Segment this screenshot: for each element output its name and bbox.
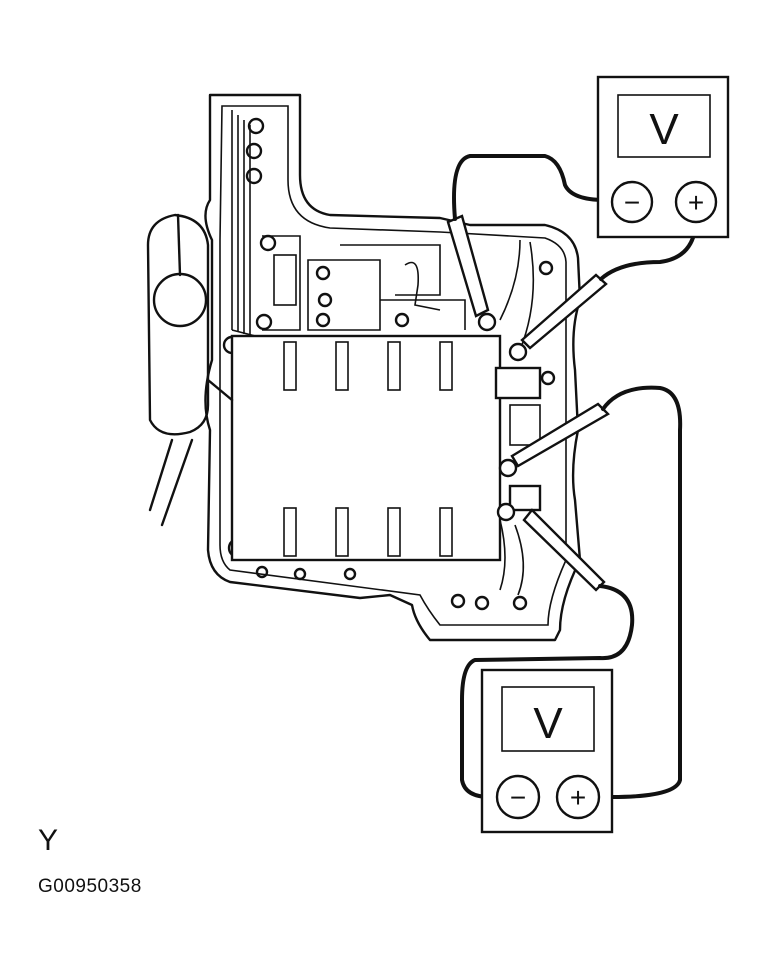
probe-2	[520, 273, 608, 350]
upper-slots	[283, 341, 453, 391]
probe-4	[522, 508, 606, 592]
voltmeter-bottom: V − +	[480, 668, 614, 834]
side-bracket	[146, 213, 234, 527]
center-block	[230, 334, 502, 562]
voltmeter-top-neg-terminal	[610, 180, 654, 224]
voltmeter-bottom-pos-terminal	[555, 774, 601, 820]
voltmeter-top-pos-symbol: +	[688, 187, 704, 218]
test-probes	[446, 214, 610, 592]
view-letter: Y	[38, 824, 59, 857]
voltmeter-bottom-neg-terminal	[495, 774, 541, 820]
voltmeter-top-display: V	[649, 105, 679, 154]
probe-1	[446, 214, 490, 318]
solenoid-connectors	[477, 239, 556, 596]
valve-body	[204, 93, 582, 642]
figure-code: G00950358	[38, 876, 142, 897]
voltmeter-bottom-neg-symbol: −	[510, 782, 526, 813]
voltmeter-bottom-pos-symbol: +	[570, 782, 586, 813]
lead-wires	[452, 154, 697, 799]
probe-3	[510, 402, 610, 468]
voltmeter-top-pos-terminal	[674, 180, 718, 224]
voltmeter-top: V − +	[596, 75, 730, 239]
voltmeter-top-neg-symbol: −	[624, 187, 640, 218]
voltmeter-bottom-display: V	[533, 699, 563, 748]
lower-slots	[283, 507, 453, 557]
